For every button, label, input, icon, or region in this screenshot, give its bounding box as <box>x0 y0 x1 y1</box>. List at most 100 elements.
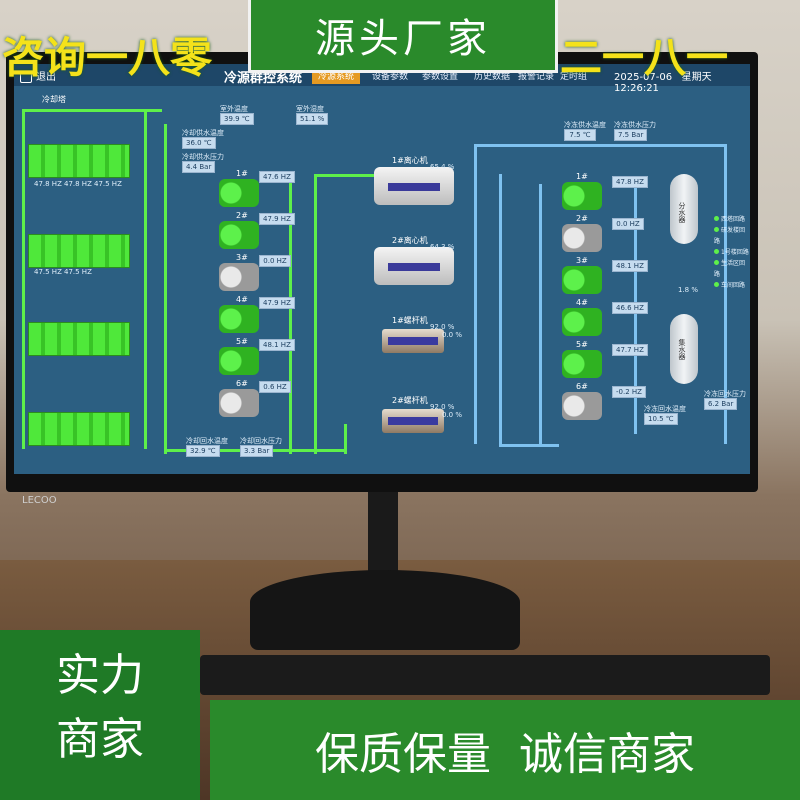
pump-name: 1# <box>236 169 248 178</box>
centrifugal-chiller[interactable] <box>374 167 454 205</box>
distributor-label: 集水器 <box>678 339 686 360</box>
cooling-pump-icon[interactable] <box>219 389 259 417</box>
chilled-pump-icon[interactable] <box>562 308 602 336</box>
tower-freq: 47.5 HZ <box>64 268 92 276</box>
readout-label: 冷却供水压力 <box>182 153 224 161</box>
monitor-base <box>250 570 520 650</box>
chilled-pump-icon[interactable] <box>562 266 602 294</box>
readout-label: 冷冻回水温度 <box>644 405 686 413</box>
bottom-right-phrase-1: 保质保量 <box>315 729 491 780</box>
screw-chiller[interactable] <box>382 329 444 353</box>
cooling-pump-icon[interactable] <box>219 221 259 249</box>
pump-name: 4# <box>576 298 588 307</box>
pipe <box>474 144 477 444</box>
pipe <box>539 184 542 444</box>
cooling-pump-icon[interactable] <box>219 347 259 375</box>
pump-name: 5# <box>236 337 248 346</box>
legend-item: 车间回路 <box>714 280 750 291</box>
tab-3[interactable]: 参数设置 <box>422 71 459 82</box>
legend-label: 研发楼回路 <box>714 227 746 245</box>
pipe <box>499 444 559 447</box>
pipe <box>164 124 167 454</box>
legend-label: 车间回路 <box>721 282 746 289</box>
back-label: 退出 <box>36 72 56 83</box>
legend-item: 西塔回路 <box>714 214 750 225</box>
chiller-name: 2#螺杆机 <box>392 396 428 405</box>
status-dot-icon <box>714 249 719 254</box>
legend-label: 生活区回路 <box>714 260 746 278</box>
centrifugal-chiller[interactable] <box>374 247 454 285</box>
chiller-load: 92.0 % <box>430 323 455 331</box>
readout-value: 3.3 Bar <box>240 445 274 457</box>
readout-value: 51.1 % <box>296 113 329 125</box>
pump-name: 6# <box>576 382 588 391</box>
pipe <box>22 109 25 449</box>
chilled-pump-icon[interactable] <box>562 182 602 210</box>
pump-freq: -0.2 HZ <box>612 386 646 398</box>
monitor-brand-logo: LECOO <box>22 495 57 506</box>
readout-label: 冷却回水压力 <box>240 437 282 445</box>
cooling-tower <box>28 144 130 178</box>
collector-tank <box>670 174 698 244</box>
chiller-load: 64.3 % <box>430 243 455 251</box>
legend-item: 研发楼回路 <box>714 225 750 247</box>
pipe <box>314 174 317 454</box>
cooling-tower-label: 冷却塔 <box>42 95 66 104</box>
pipe <box>474 144 724 147</box>
chiller-coil <box>388 417 438 425</box>
pump-name: 6# <box>236 379 248 388</box>
chiller-load-2: 0.0 % <box>442 411 463 419</box>
cooling-pump-icon[interactable] <box>219 263 259 291</box>
tab-5[interactable]: 报警记录 <box>518 71 555 82</box>
weekday: 星期天 <box>681 72 712 83</box>
pipe <box>724 144 727 444</box>
distributor-pct: 1.8 % <box>678 286 699 294</box>
collector-label: 分水器 <box>678 202 686 223</box>
pump-freq: 47.9 HZ <box>259 213 295 225</box>
tower-freq: 47.5 HZ <box>34 268 62 276</box>
tab-6[interactable]: 定时组 <box>560 71 588 82</box>
tab-4[interactable]: 历史数据 <box>474 71 511 82</box>
readout-label: 冷却供水温度 <box>182 129 224 137</box>
back-button[interactable]: 退出 <box>20 68 56 83</box>
tower-freq: 47.8 HZ <box>64 180 92 188</box>
screw-chiller[interactable] <box>382 409 444 433</box>
readout-value: 10.5 ℃ <box>644 413 678 425</box>
status-dot-icon <box>714 216 719 221</box>
tab-2[interactable]: 设备参数 <box>372 71 409 82</box>
readout-label: 冷冻供水温度 <box>564 121 606 129</box>
cooling-pump-icon[interactable] <box>219 305 259 333</box>
pump-freq: 48.1 HZ <box>259 339 295 351</box>
readout-label: 冷冻供水压力 <box>614 121 656 129</box>
readout-value: 32.9 ℃ <box>186 445 220 457</box>
cooling-tower <box>28 322 130 356</box>
readout-value: 4.4 Bar <box>182 161 216 173</box>
legend-label: 西塔回路 <box>721 216 746 223</box>
chiller-load: 65.4 % <box>430 163 455 171</box>
pipe <box>344 424 347 454</box>
pump-name: 3# <box>236 253 248 262</box>
pipe <box>289 174 292 454</box>
pump-freq: 0.0 HZ <box>259 255 291 267</box>
bottom-left-line-1: 实力 <box>56 650 144 701</box>
chiller-name: 1#离心机 <box>392 156 428 165</box>
readout-value: 7.5 ℃ <box>564 129 596 141</box>
pump-freq: 47.9 HZ <box>259 297 295 309</box>
cooling-pump-icon[interactable] <box>219 179 259 207</box>
pump-name: 5# <box>576 340 588 349</box>
bottom-left-line-2: 商家 <box>56 714 144 765</box>
chilled-pump-icon[interactable] <box>562 224 602 252</box>
chiller-name: 2#离心机 <box>392 236 428 245</box>
status-dot-icon <box>714 282 719 287</box>
pipe <box>144 109 147 449</box>
bottom-right-phrase-2: 诚信商家 <box>519 729 695 780</box>
chilled-pump-icon[interactable] <box>562 350 602 378</box>
pump-name: 2# <box>236 211 248 220</box>
pipe <box>22 109 162 112</box>
time: 12:26:21 <box>614 83 659 94</box>
chilled-pump-icon[interactable] <box>562 392 602 420</box>
datetime: 2025-07-06 星期天 12:26:21 <box>614 68 750 94</box>
chiller-coil <box>388 337 438 345</box>
